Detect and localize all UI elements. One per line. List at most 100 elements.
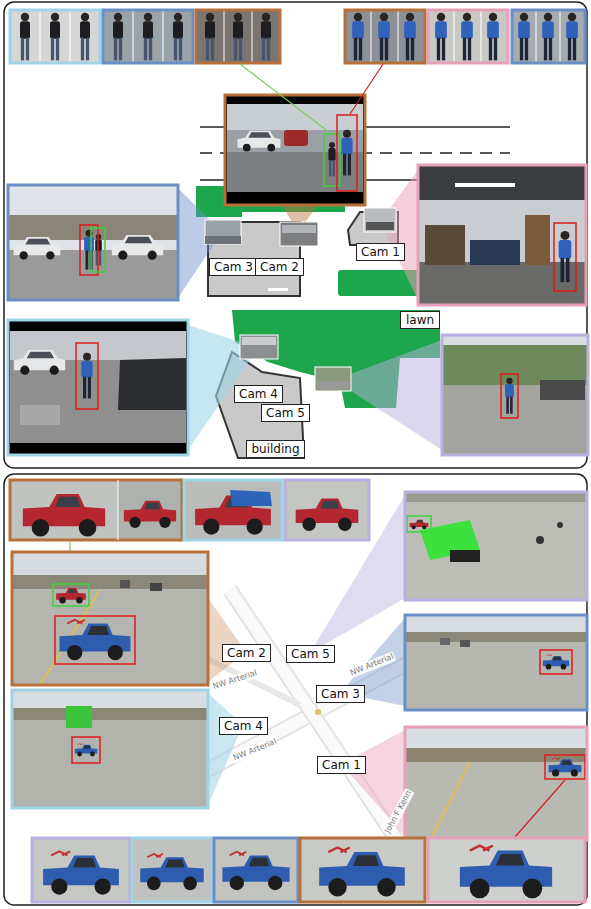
- camera-label: Cam 2: [227, 646, 266, 660]
- rect-shape: [12, 552, 208, 685]
- camera-label-box: Cam 1: [356, 243, 405, 261]
- line-shape: [240, 64, 330, 133]
- rect-shape: [418, 165, 586, 200]
- camera-label: Cam 1: [361, 245, 400, 259]
- rect-shape: [240, 335, 278, 359]
- rect-shape: [132, 838, 212, 902]
- use-shape: [404, 13, 416, 61]
- camera-label-box: Cam 3: [209, 258, 258, 276]
- rect-shape: [512, 10, 585, 63]
- rect-shape: [12, 708, 208, 720]
- rect-shape: [225, 95, 365, 205]
- rect-shape: [345, 10, 425, 63]
- rect-shape: [407, 516, 431, 532]
- use-shape: [461, 13, 473, 61]
- rect-shape: [418, 165, 586, 305]
- rect-shape: [315, 367, 351, 391]
- use-shape: [84, 230, 94, 270]
- rect-shape: [405, 492, 587, 600]
- line-shape: [430, 762, 470, 840]
- rect-shape: [4, 2, 587, 468]
- use-shape: [222, 852, 289, 890]
- rect-shape: [405, 615, 587, 710]
- rect-shape: [405, 727, 587, 840]
- circle-shape: [315, 709, 321, 715]
- circle-shape: [536, 536, 544, 544]
- camera-label-box: Cam 5: [261, 404, 310, 422]
- line-shape: [163, 10, 164, 63]
- rect-shape: [282, 225, 316, 233]
- polygon-shape: [282, 205, 318, 232]
- use-shape: [352, 13, 364, 61]
- rect-shape: [10, 10, 100, 63]
- rect-shape: [8, 320, 188, 455]
- rect-shape: [120, 580, 130, 588]
- line-shape: [398, 10, 399, 63]
- line-shape: [252, 10, 253, 63]
- use-shape: [140, 854, 203, 890]
- use-shape: [238, 131, 281, 152]
- use-shape: [80, 13, 90, 61]
- line-shape: [70, 10, 71, 63]
- use-shape: [559, 231, 572, 282]
- rect-shape: [72, 737, 100, 763]
- camera-label-box: Cam 1: [317, 756, 366, 774]
- rect-shape: [442, 335, 588, 455]
- rect-shape: [442, 335, 588, 455]
- rect-shape: [66, 706, 92, 728]
- rect-shape: [227, 152, 363, 192]
- camera-label-box: Cam 2: [222, 644, 271, 662]
- use-shape: [14, 350, 65, 375]
- rect-shape: [525, 215, 550, 265]
- rect-shape: [554, 223, 576, 291]
- use-shape: [23, 494, 105, 537]
- rect-shape: [214, 838, 298, 902]
- rect-shape: [4, 474, 587, 905]
- use-shape: [518, 13, 530, 61]
- rect-shape: [268, 288, 288, 291]
- line-shape: [224, 10, 225, 63]
- polygon-shape: [208, 598, 246, 682]
- rect-shape: [285, 480, 369, 540]
- rect-shape: [32, 838, 130, 902]
- use-shape: [124, 501, 176, 528]
- rect-shape: [428, 10, 508, 63]
- g-shape: [10, 10, 100, 63]
- rect-shape: [405, 727, 587, 840]
- rect-shape: [501, 374, 518, 418]
- rect-shape: [428, 838, 585, 902]
- use-shape: [542, 13, 554, 61]
- rect-shape: [227, 104, 363, 192]
- camera-label-box: Cam 2: [255, 258, 304, 276]
- use-shape: [173, 13, 183, 61]
- line-shape: [118, 480, 119, 540]
- camera-label-box: Cam 3: [316, 685, 365, 703]
- use-shape: [435, 13, 447, 61]
- rect-shape: [470, 240, 520, 265]
- rect-shape: [12, 720, 208, 808]
- rect-shape: [317, 381, 349, 389]
- rect-shape: [118, 480, 182, 540]
- rect-shape: [20, 405, 60, 425]
- rect-shape: [12, 575, 208, 589]
- rect-shape: [53, 584, 89, 606]
- camera-label: building: [251, 442, 299, 456]
- rect-shape: [418, 165, 586, 305]
- street-name: NW Arterial: [348, 651, 396, 678]
- rect-shape: [345, 10, 425, 63]
- g-shape: [512, 10, 585, 63]
- g-shape: [345, 10, 425, 63]
- camera-label: Cam 5: [291, 647, 330, 661]
- rect-shape: [300, 838, 425, 902]
- rect-shape: [405, 632, 587, 642]
- camera-label-box: Cam 4: [219, 717, 268, 735]
- use-shape: [143, 13, 153, 61]
- rect-shape: [80, 225, 98, 275]
- use-shape: [328, 142, 335, 176]
- camera-label-box: Cam 4: [234, 385, 283, 403]
- rect-shape: [103, 10, 193, 63]
- line-shape: [350, 64, 383, 114]
- path-shape: [230, 490, 272, 506]
- rect-shape: [284, 130, 308, 146]
- line-shape: [560, 10, 561, 63]
